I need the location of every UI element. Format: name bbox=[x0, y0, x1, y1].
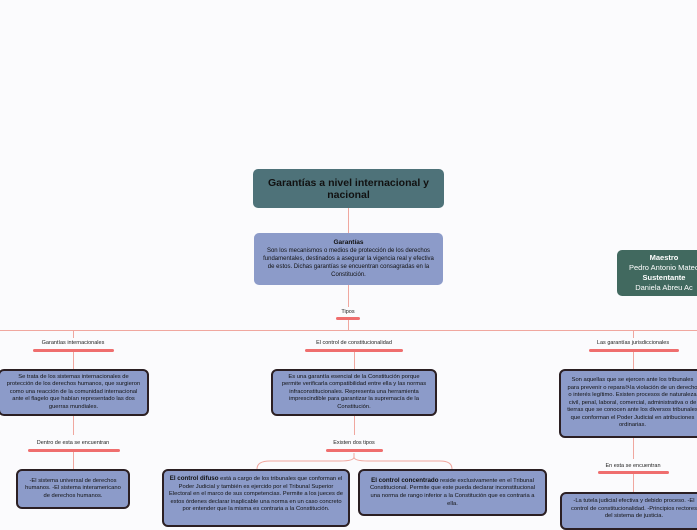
sustentante-name: Daniela Abreu Ac bbox=[635, 283, 693, 292]
connector-bus-right bbox=[633, 330, 634, 338]
control-concentrado-node[interactable]: El control concentrado reside exclusivam… bbox=[358, 469, 547, 516]
internacionales-description-text: Se trata de los sistemas internacionales… bbox=[6, 373, 141, 410]
connector-def-tipos bbox=[348, 285, 349, 307]
central-topic[interactable]: Garantías a nivel internacional y nacion… bbox=[253, 169, 444, 208]
maestro-name: Pedro Antonio Mateo bbox=[628, 263, 697, 272]
central-topic-title: Garantías a nivel internacional y nacion… bbox=[267, 176, 430, 201]
connector-mid-sub bbox=[354, 416, 355, 435]
constitucionalidad-description-text: Es una garantía esencial de la Constituc… bbox=[281, 373, 427, 410]
internacionales-sub-label[interactable]: Dentro de esta se encuentran bbox=[36, 440, 110, 446]
constitucionalidad-description[interactable]: Es una garantía esencial de la Constituc… bbox=[271, 369, 437, 416]
connector-title-def bbox=[348, 208, 349, 233]
internacionales-leaf[interactable]: -El sistema universal de derechos humano… bbox=[16, 469, 130, 509]
control-difuso-node[interactable]: El control difuso está a cargo de los tr… bbox=[162, 469, 350, 527]
connector-tipos-bus bbox=[348, 320, 349, 330]
connector-left-leaf bbox=[73, 452, 74, 469]
jurisdiccionales-description-text: Son aquellas que se ejercen ante los tri… bbox=[567, 376, 697, 429]
control-concentrado-text: El control concentrado reside exclusivam… bbox=[365, 477, 540, 508]
control-concentrado-name: El control concentrado bbox=[371, 476, 439, 484]
connector-right-sub bbox=[633, 438, 634, 459]
jurisdiccionales-description[interactable]: Son aquellas que se ejercen ante los tri… bbox=[559, 369, 697, 438]
branch-underline-constitucionalidad bbox=[305, 349, 403, 352]
jurisdiccionales-leaf-text: -La tutela judicial efectiva y debido pr… bbox=[571, 498, 697, 520]
connector-mid-desc bbox=[354, 352, 355, 369]
jurisdiccionales-leaf[interactable]: -La tutela judicial efectiva y debido pr… bbox=[560, 492, 697, 530]
branch-underline-internacionales bbox=[33, 349, 114, 352]
definition-node[interactable]: Garantías Son los mecanismos o medios de… bbox=[254, 233, 443, 285]
maestro-label: Maestro bbox=[649, 253, 679, 262]
definition-heading: Garantías bbox=[333, 239, 364, 246]
connector-horizontal-bus bbox=[0, 330, 697, 331]
branch-underline-jurisdiccionales bbox=[589, 349, 679, 352]
connector-right-leaf bbox=[633, 474, 634, 492]
constitucionalidad-sub-label[interactable]: Existen dos tipos bbox=[333, 440, 375, 446]
branch-label-internacionales[interactable]: Garantías internacionales bbox=[41, 340, 105, 346]
tipos-label[interactable]: Tipos bbox=[341, 309, 355, 315]
internacionales-sub-underline bbox=[28, 449, 120, 452]
definition-text: Son los mecanismos o medios de protecció… bbox=[263, 248, 434, 278]
jurisdiccionales-sub-label[interactable]: En esta se encuentran bbox=[605, 463, 661, 469]
jurisdiccionales-sub-underline bbox=[598, 471, 669, 474]
sustentante-label: Sustentante bbox=[642, 273, 686, 282]
branch-label-jurisdiccionales[interactable]: Las garantías jurisdiccionales bbox=[596, 340, 670, 346]
tipos-underline bbox=[336, 317, 360, 320]
author-note[interactable]: Maestro Pedro Antonio Mateo Sustentante … bbox=[617, 250, 697, 296]
connector-right-desc bbox=[633, 352, 634, 369]
connector-left-desc bbox=[73, 352, 74, 369]
control-difuso-description: está a cargo de los tribunales que confo… bbox=[169, 476, 343, 513]
control-concentrado-description: reside exclusivamente en el Tribunal Con… bbox=[370, 477, 535, 507]
constitucionalidad-sub-underline bbox=[326, 449, 383, 452]
internacionales-leaf-text: -El sistema universal de derechos humano… bbox=[25, 477, 121, 499]
control-difuso-name: El control difuso bbox=[169, 475, 219, 482]
internacionales-description[interactable]: Se trata de los sistemas internacionales… bbox=[0, 369, 149, 416]
connector-left-sub bbox=[73, 416, 74, 435]
control-difuso-text: El control difuso está a cargo de los tr… bbox=[169, 475, 343, 514]
connector-bus-left bbox=[73, 330, 74, 338]
branch-label-constitucionalidad[interactable]: El control de constitucionalidad bbox=[316, 340, 392, 346]
